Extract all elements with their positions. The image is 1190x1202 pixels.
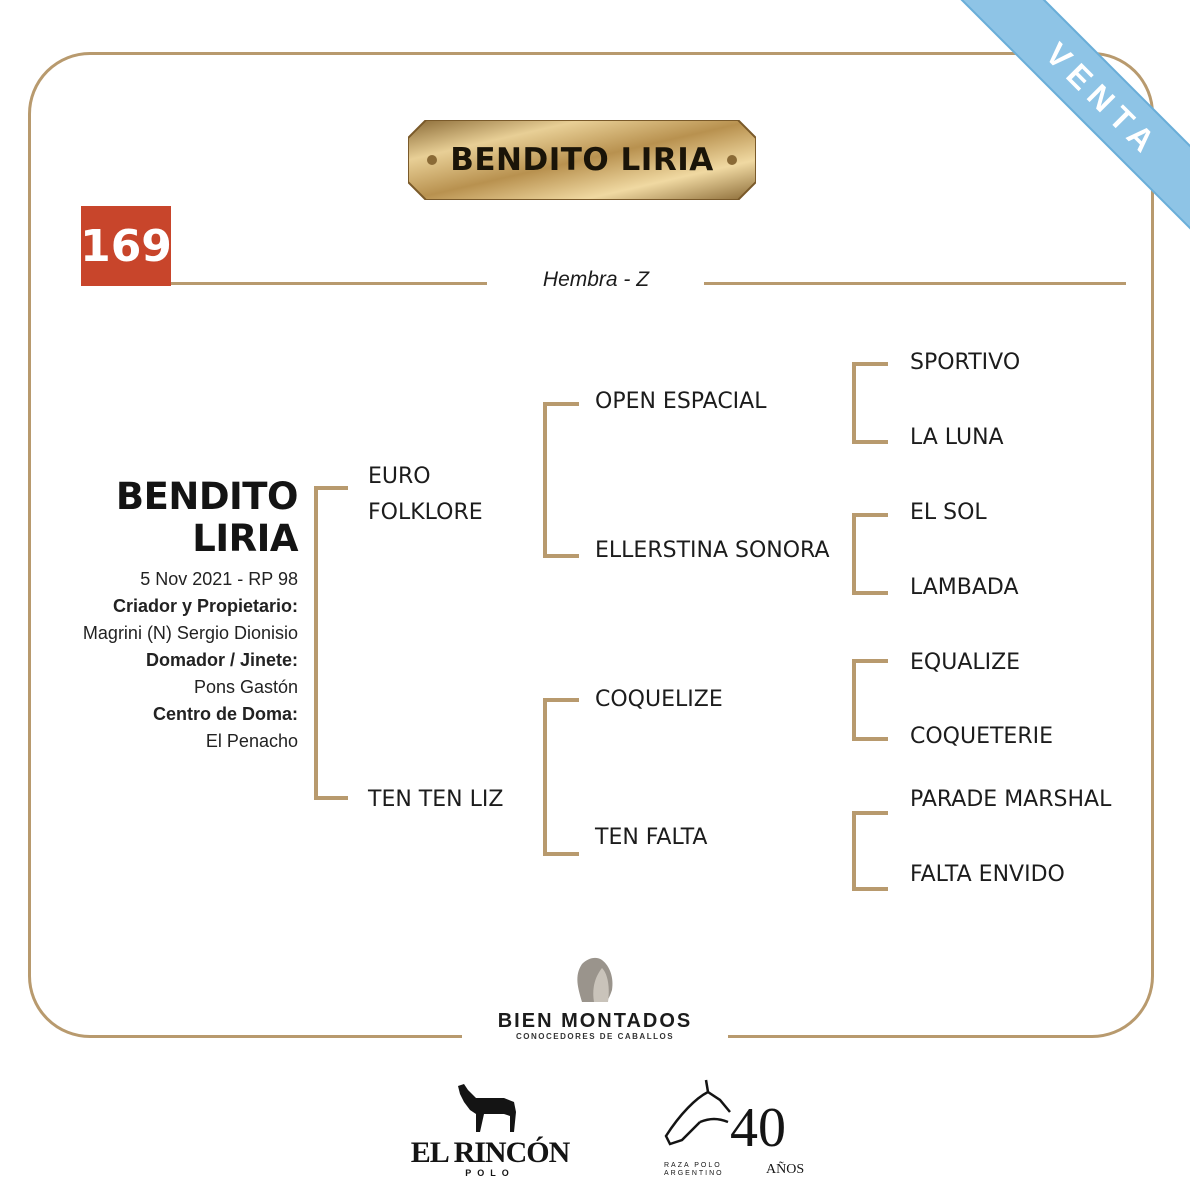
anniversary-number: 40 [730, 1097, 786, 1159]
bracket-ggp-1 [852, 362, 888, 444]
dam-dam-name: TEN FALTA [595, 825, 708, 850]
horse-head-icon [577, 957, 613, 1002]
ggp-name-5: EQUALIZE [910, 650, 1021, 675]
bien-montados-tagline: CONOCEDORES DE CABALLOS [515, 1032, 675, 1041]
center-value: El Penacho [205, 731, 298, 751]
raza-polo-label: RAZA POLO ARGENTINO [664, 1162, 724, 1178]
ggp-name-8: FALTA ENVIDO [910, 862, 1065, 887]
raza-polo-line2: ARGENTINO [664, 1170, 724, 1177]
ggp-name-7: PARADE MARSHAL [910, 787, 1112, 812]
sex-label: Hembra - Z [542, 268, 650, 291]
sire-dam-name: ELLERSTINA SONORA [595, 538, 830, 563]
el-rincon-name: EL RINCÓN [410, 1136, 571, 1169]
bracket-ggp-4 [852, 811, 888, 891]
dam-sire-name: COQUELIZE [595, 687, 723, 712]
horse-silhouette-icon [458, 1084, 516, 1132]
horse-name-line1: BENDITO [115, 475, 299, 518]
bracket-ggp-3 [852, 659, 888, 741]
bracket-ggp-2 [852, 513, 888, 595]
ggp-name-2: LA LUNA [910, 425, 1004, 450]
anniversary-years: AÑOS [766, 1162, 805, 1177]
ggp-name-1: SPORTIVO [910, 350, 1021, 375]
sale-ribbon: VENTA [930, 0, 1190, 260]
frame-gap [462, 1030, 728, 1046]
divider-left [171, 282, 487, 285]
ggp-name-4: LAMBADA [910, 575, 1019, 600]
ggp-name-6: COQUETERIE [910, 724, 1054, 749]
el-rincon-sub: POLO [465, 1168, 515, 1178]
bracket-sire-parents [543, 402, 579, 558]
el-rincon-logo: EL RINCÓN POLO [392, 1080, 588, 1180]
raza-polo-line1: RAZA POLO [664, 1162, 722, 1169]
raza-polo-40-logo: 40 AÑOS RAZA POLO ARGENTINO [660, 1078, 810, 1182]
bracket-dam-parents [543, 698, 579, 856]
bien-montados-name: BIEN MONTADOS [497, 1010, 693, 1032]
plate-title: BENDITO LIRIA [450, 142, 714, 178]
horse-info: 5 Nov 2021 - RP 98 Criador y Propietario… [83, 566, 298, 755]
trainer-label: Domador / Jinete: [145, 650, 298, 670]
horse-name-line2: LIRIA [192, 517, 298, 560]
breeder-value: Magrini (N) Sergio Dionisio [82, 623, 298, 643]
dam-name: TEN TEN LIZ [368, 787, 504, 812]
bien-montados-logo: BIEN MONTADOS CONOCEDORES DE CABALLOS [470, 952, 720, 1044]
lot-number: 169 [80, 206, 172, 286]
bracket-parents [314, 486, 348, 800]
breeder-label: Criador y Propietario: [112, 596, 298, 616]
divider-right [704, 282, 1126, 285]
name-plate: BENDITO LIRIA [407, 119, 757, 201]
sale-ribbon-label: VENTA [943, 0, 1190, 260]
center-label: Centro de Doma: [152, 704, 298, 724]
horse-outline-icon [664, 1079, 731, 1146]
ggp-name-3: EL SOL [910, 500, 987, 525]
sire-sire-name: OPEN ESPACIAL [595, 389, 767, 414]
sire-name: EURO FOLKLORE [368, 464, 483, 525]
trainer-value: Pons Gastón [193, 677, 298, 697]
horse-name: BENDITO LIRIA [115, 475, 299, 560]
birth-date: 5 Nov 2021 - RP 98 [140, 569, 298, 589]
